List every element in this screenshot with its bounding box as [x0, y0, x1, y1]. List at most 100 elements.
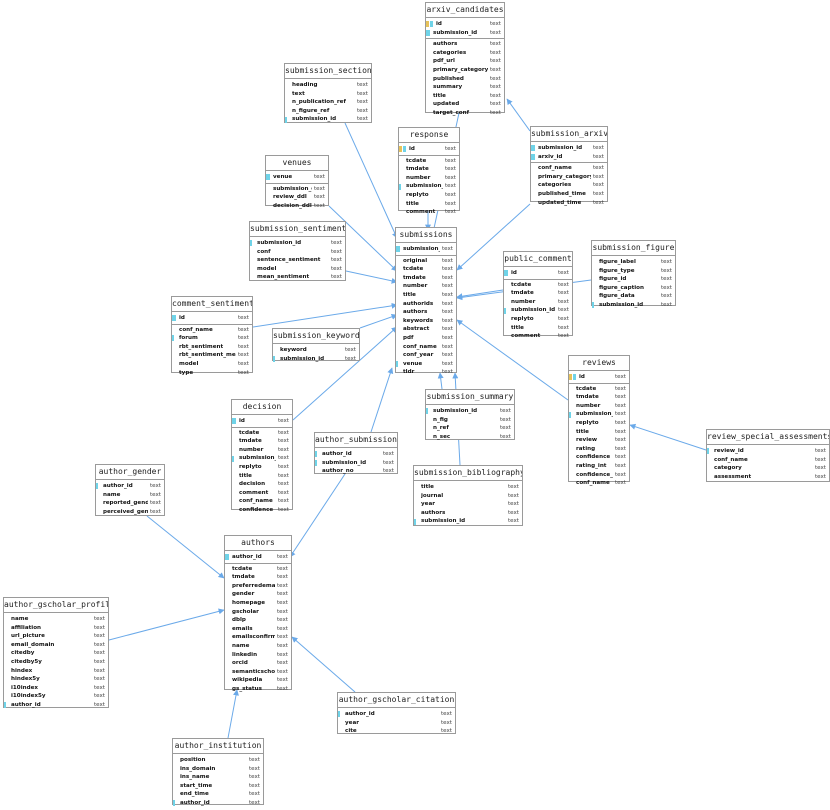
- field-row[interactable]: emailsconfirmedtext: [225, 633, 291, 642]
- table-venues[interactable]: venuesvenuetextsubmission_ddltextreview_…: [265, 155, 329, 209]
- field-row[interactable]: rbt_sentiment_meantext: [172, 351, 252, 360]
